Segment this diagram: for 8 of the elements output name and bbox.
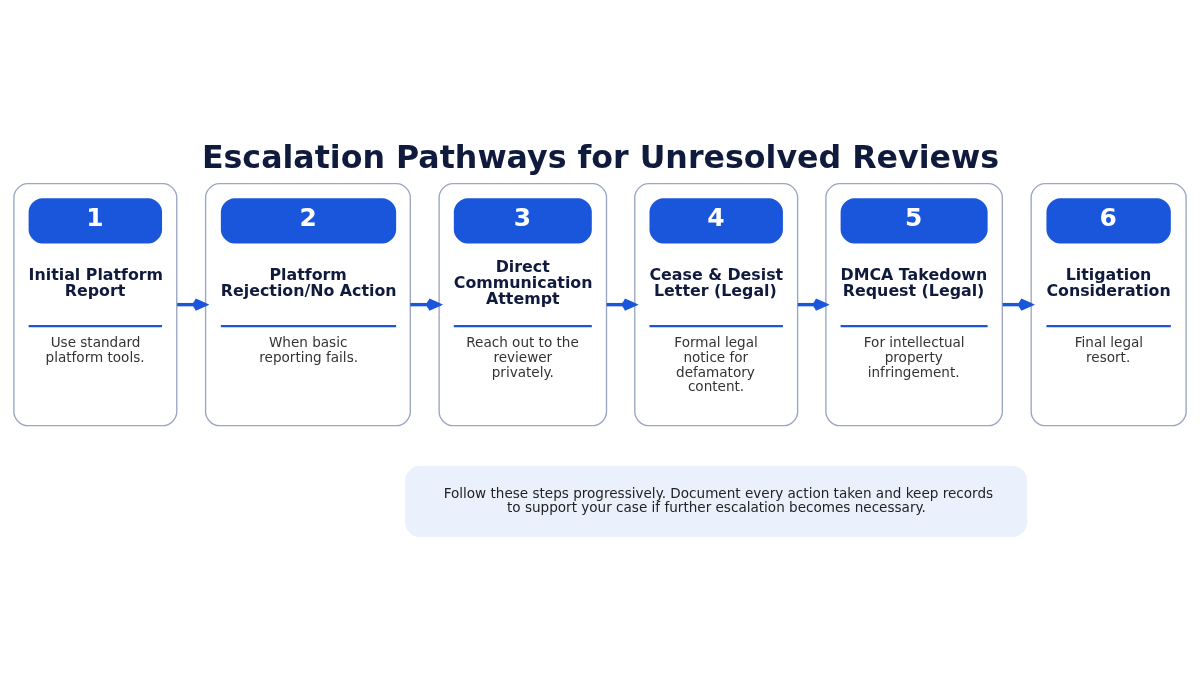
diagram-title: Escalation Pathways for Unresolved Reviews: [201, 138, 1000, 175]
node-box: 2 Platform Rejection/No Action When basic reporting fails.: [204, 182, 411, 426]
node-box: 1 Initial Platform Report Use standard platform tools.: [13, 182, 178, 426]
arrow: [410, 297, 441, 311]
node-box: 4 Cease & Desist Letter (Legal) Formal legal notice for defamatory content.: [634, 182, 799, 426]
node-box: 6 Litigation Consideration Final legal resort.: [1030, 182, 1187, 426]
node-box: 5 DMCA Takedown Request (Legal) For intellectual property infringement.: [825, 182, 1003, 426]
node-box: 3 Direct Communication Attempt Reach out to the reviewer privately.: [438, 182, 608, 426]
